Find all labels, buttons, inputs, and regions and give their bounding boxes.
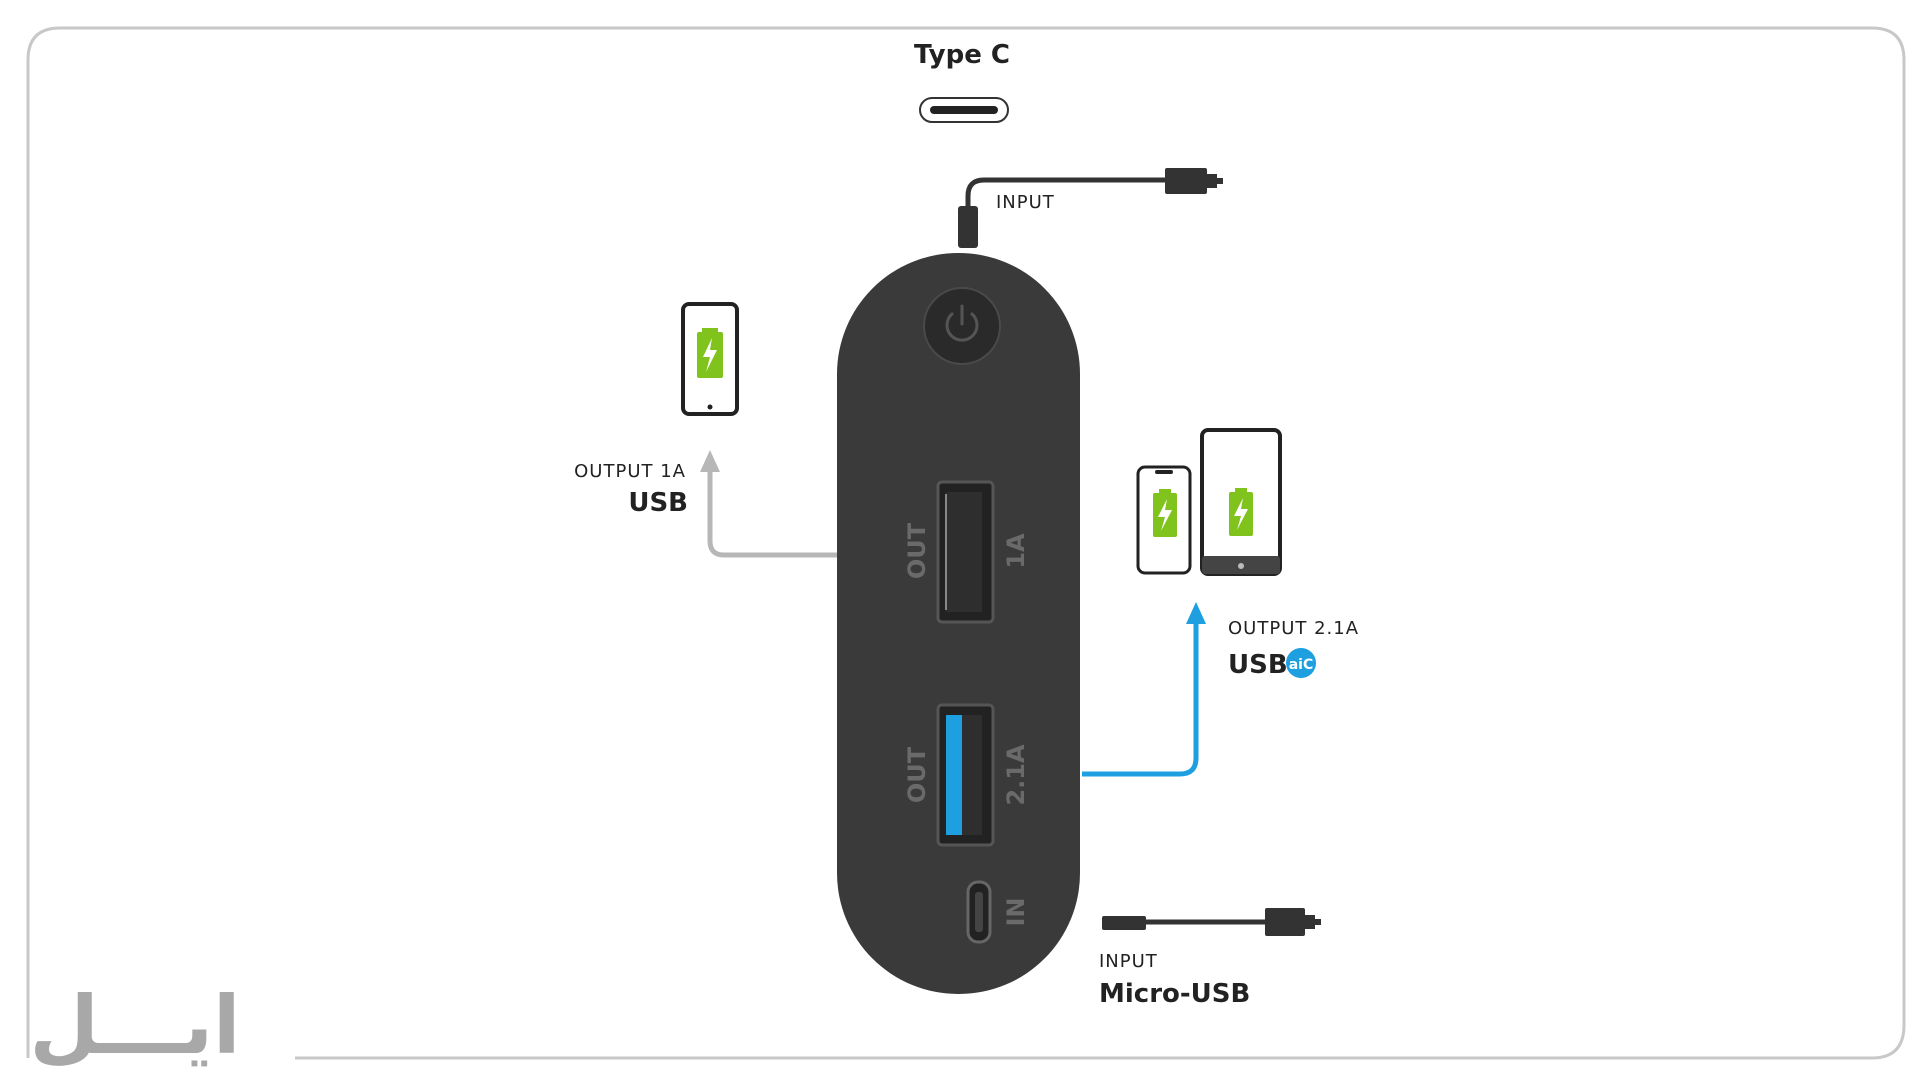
port2-rating-label: 2.1A <box>1002 744 1030 806</box>
micro-usb-port[interactable] <box>966 880 992 944</box>
type-c-port-icon <box>919 97 1009 123</box>
watermark-logo: ایـــل <box>30 979 241 1072</box>
port2-out-label: OUT <box>903 746 931 803</box>
micro-usb-input-cable <box>1102 908 1321 936</box>
output-1a-small-label: OUTPUT 1A <box>574 461 686 482</box>
port1-out-label: OUT <box>903 522 931 579</box>
battery-icon <box>1153 489 1177 537</box>
tablet-icon <box>1200 428 1282 576</box>
usb-port-21a[interactable] <box>936 703 995 847</box>
output-21a-small-label: OUTPUT 2.1A <box>1228 618 1359 639</box>
outer-frame <box>26 26 1906 1060</box>
power-icon <box>945 304 979 342</box>
qc-badge-text: aiC <box>1289 657 1314 673</box>
output-1a-big-label: USB <box>628 488 688 518</box>
power-bank: OUT 1A OUT 2.1A IN <box>837 253 1080 994</box>
battery-icon <box>1229 488 1253 536</box>
usb-port-1a[interactable] <box>936 480 995 624</box>
output-21a-arrow <box>1082 602 1206 777</box>
type-c-title: Type C <box>914 40 1010 70</box>
output-1a-arrow <box>700 450 838 558</box>
phone-icon-21a <box>1136 465 1192 575</box>
input-bottom-big-label: Micro-USB <box>1099 979 1250 1009</box>
power-button[interactable] <box>923 287 1001 365</box>
battery-icon <box>697 328 723 378</box>
type-c-input-cable <box>958 168 1223 248</box>
input-bottom-small-label: INPUT <box>1099 951 1158 972</box>
port1-rating-label: 1A <box>1002 533 1030 569</box>
output-21a-big-label: USB <box>1228 650 1288 680</box>
phone-icon-1a <box>681 302 739 416</box>
qc-badge: aiC <box>1286 648 1316 678</box>
micro-in-label: IN <box>1002 897 1030 926</box>
input-top-label: INPUT <box>996 192 1055 213</box>
